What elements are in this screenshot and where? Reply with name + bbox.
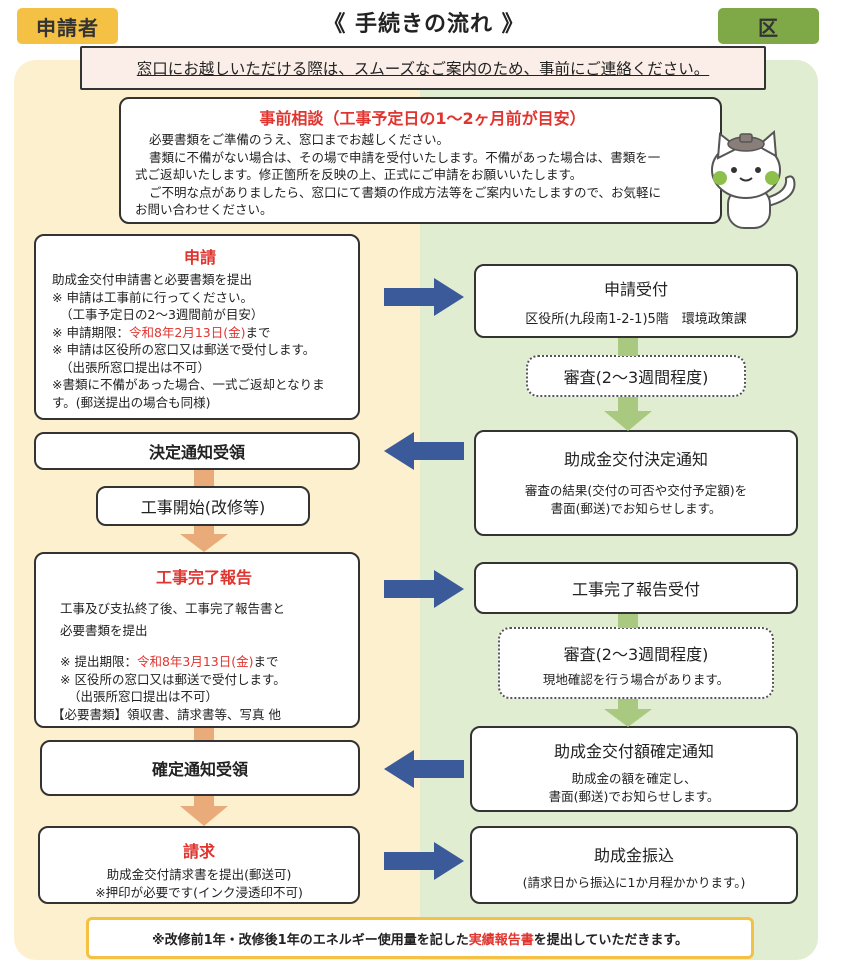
application-reception-location: 区役所(九段南1-2-1)5階 環境政策課: [525, 312, 747, 327]
review-2-note: 現地確認を行う場合があります。: [542, 672, 730, 687]
arrow-down-icon: [618, 338, 638, 356]
contact-notice: 窓口にお越しいただける際は、スムーズなご案内のため、事前にご連絡ください。: [80, 46, 766, 90]
confirmation-notice-box: 助成金交付額確定通知 助成金の額を確定し、 書面(郵送)でお知らせします。: [470, 726, 798, 812]
confirmation-notice-line: 助成金の額を確定し、: [571, 771, 697, 786]
arrow-down-icon: [180, 796, 228, 826]
review-box-1: 審査(2～3週間程度): [526, 355, 746, 397]
completion-report-line: （出張所窓口提出は不可）: [68, 689, 219, 704]
pre-consultation-line: 必要書類をご準備のうえ、窓口までお越しください。: [149, 132, 450, 147]
arrow-left-icon: [384, 750, 464, 788]
payment-title: 助成金振込: [593, 846, 674, 865]
completion-report-line: 必要書類を提出: [60, 622, 148, 638]
completion-deadline-date: 令和8年3月13日(金): [136, 654, 254, 669]
completion-report-box: 工事完了報告 工事及び支払終了後、工事完了報告書と 必要書類を提出 ※ 提出期限…: [34, 552, 360, 728]
application-box: 申請 助成金交付申請書と必要書類を提出 ※ 申請は工事前に行ってください。 （工…: [34, 234, 360, 420]
arrow-down-icon: [604, 699, 652, 727]
application-line: ※ 申請は工事前に行ってください。: [52, 289, 253, 305]
pre-consultation-line: お問い合わせください。: [135, 202, 273, 217]
pre-consultation-line: 書類に不備がない場合は、その場で申請を受付いたします。不備があった場合は、書類を…: [149, 149, 661, 165]
claim-title: 請求: [182, 842, 215, 861]
claim-box: 請求 助成金交付請求書を提出(郵送可) ※押印が必要です(インク浸透印不可): [38, 826, 360, 904]
application-deadline-label: ※ 申請期限：: [52, 324, 129, 340]
completion-reception-box: 工事完了報告受付: [474, 562, 798, 614]
page-title: 《 手続きの流れ 》: [323, 12, 525, 37]
application-line: す。(郵送提出の場合も同様): [52, 394, 211, 410]
arrow-down-icon: [180, 526, 228, 552]
claim-line: 助成金交付請求書を提出(郵送可): [106, 867, 292, 882]
cat-mascot-icon: [711, 129, 796, 229]
arrow-down-icon: [618, 614, 638, 628]
arrow-down-icon: [194, 470, 214, 486]
pre-consultation-box: 事前相談（工事予定日の1～2ヶ月前が目安） 必要書類をご準備のうえ、窓口までお越…: [119, 97, 722, 224]
review-2-title: 審査(2～3週間程度): [563, 645, 709, 664]
arrow-down-icon: [194, 728, 214, 740]
application-title: 申請: [183, 248, 216, 267]
pre-consultation-line: ご不明な点がありましたら、窓口にて書類の作成方法等をご案内いたしますので、お気軽…: [149, 184, 662, 200]
completion-deadline-label: ※ 提出期限：: [60, 654, 137, 669]
completion-deadline: ※ 提出期限：令和8年3月13日(金)まで: [60, 653, 348, 671]
application-reception-title: 申請受付: [603, 280, 668, 299]
footer-note: ※改修前1年・改修後1年のエネルギー使用量を記した実績報告書を提出していただきま…: [86, 917, 754, 959]
completion-report-line: 工事及び支払終了後、工事完了報告書と: [60, 601, 286, 616]
decision-received-box: 決定通知受領: [34, 432, 360, 470]
decision-notice-title: 助成金交付決定通知: [563, 450, 708, 469]
completion-report-line: ※ 区役所の窓口又は郵送で受付します。: [60, 671, 286, 687]
arrow-right-icon: [384, 570, 464, 608]
payment-note: (請求日から振込に1か月程かかります。): [522, 875, 746, 890]
arrow-down-icon: [604, 397, 652, 431]
claim-line: ※押印が必要です(インク浸透印不可): [95, 884, 303, 900]
pre-consultation-line: 式ご返却いたします。修正箇所を反映の上、正式にご申請をお願いいたします。: [135, 167, 583, 182]
footer-highlight: 実績報告書: [468, 932, 534, 948]
decision-notice-line: 審査の結果(交付の可否や交付予定額)を: [524, 483, 748, 498]
decision-notice-box: 助成金交付決定通知 審査の結果(交付の可否や交付予定額)を 書面(郵送)でお知ら…: [474, 430, 798, 536]
payment-box: 助成金振込 (請求日から振込に1か月程かかります。): [470, 826, 798, 904]
arrow-right-icon: [384, 842, 464, 880]
confirmation-notice-line: 書面(郵送)でお知らせします。: [548, 788, 720, 804]
application-line: （出張所窓口提出は不可）: [60, 359, 211, 375]
decision-notice-line: 書面(郵送)でお知らせします。: [550, 500, 722, 516]
footer-text-end: を提出していただきます。: [533, 932, 689, 948]
application-line: ※ 申請は区役所の窓口又は郵送で受付します。: [52, 342, 316, 357]
arrow-right-icon: [384, 278, 464, 316]
construction-start-box: 工事開始(改修等): [96, 486, 310, 526]
pre-consultation-title: 事前相談（工事予定日の1～2ヶ月前が目安）: [259, 109, 586, 128]
applicant-tag: 申請者: [17, 8, 118, 44]
ward-tag: 区: [718, 8, 819, 44]
application-line: （工事予定日の2～3週間前が目安）: [60, 307, 264, 322]
application-deadline: ※ 申請期限：令和8年2月13日(金)まで: [52, 324, 348, 342]
review-box-2: 審査(2～3週間程度) 現地確認を行う場合があります。: [498, 627, 774, 699]
application-line: 助成金交付申請書と必要書類を提出: [52, 272, 253, 287]
arrow-left-icon: [384, 432, 464, 470]
footer-text: ※改修前1年・改修後1年のエネルギー使用量を記した: [151, 932, 469, 948]
confirmation-notice-title: 助成金交付額確定通知: [553, 742, 714, 761]
application-deadline-date: 令和8年2月13日(金): [128, 324, 246, 340]
application-line: ※書類に不備があった場合、一式ご返却となりま: [52, 377, 325, 392]
application-reception-box: 申請受付 区役所(九段南1-2-1)5階 環境政策課: [474, 264, 798, 338]
completion-report-line: 【必要書類】領収書、請求書等、写真 他: [52, 706, 281, 722]
application-deadline-suffix: まで: [245, 324, 271, 340]
confirmation-received-box: 確定通知受領: [40, 740, 360, 796]
completion-report-title: 工事完了報告: [155, 568, 252, 587]
completion-deadline-suffix: まで: [253, 654, 279, 669]
